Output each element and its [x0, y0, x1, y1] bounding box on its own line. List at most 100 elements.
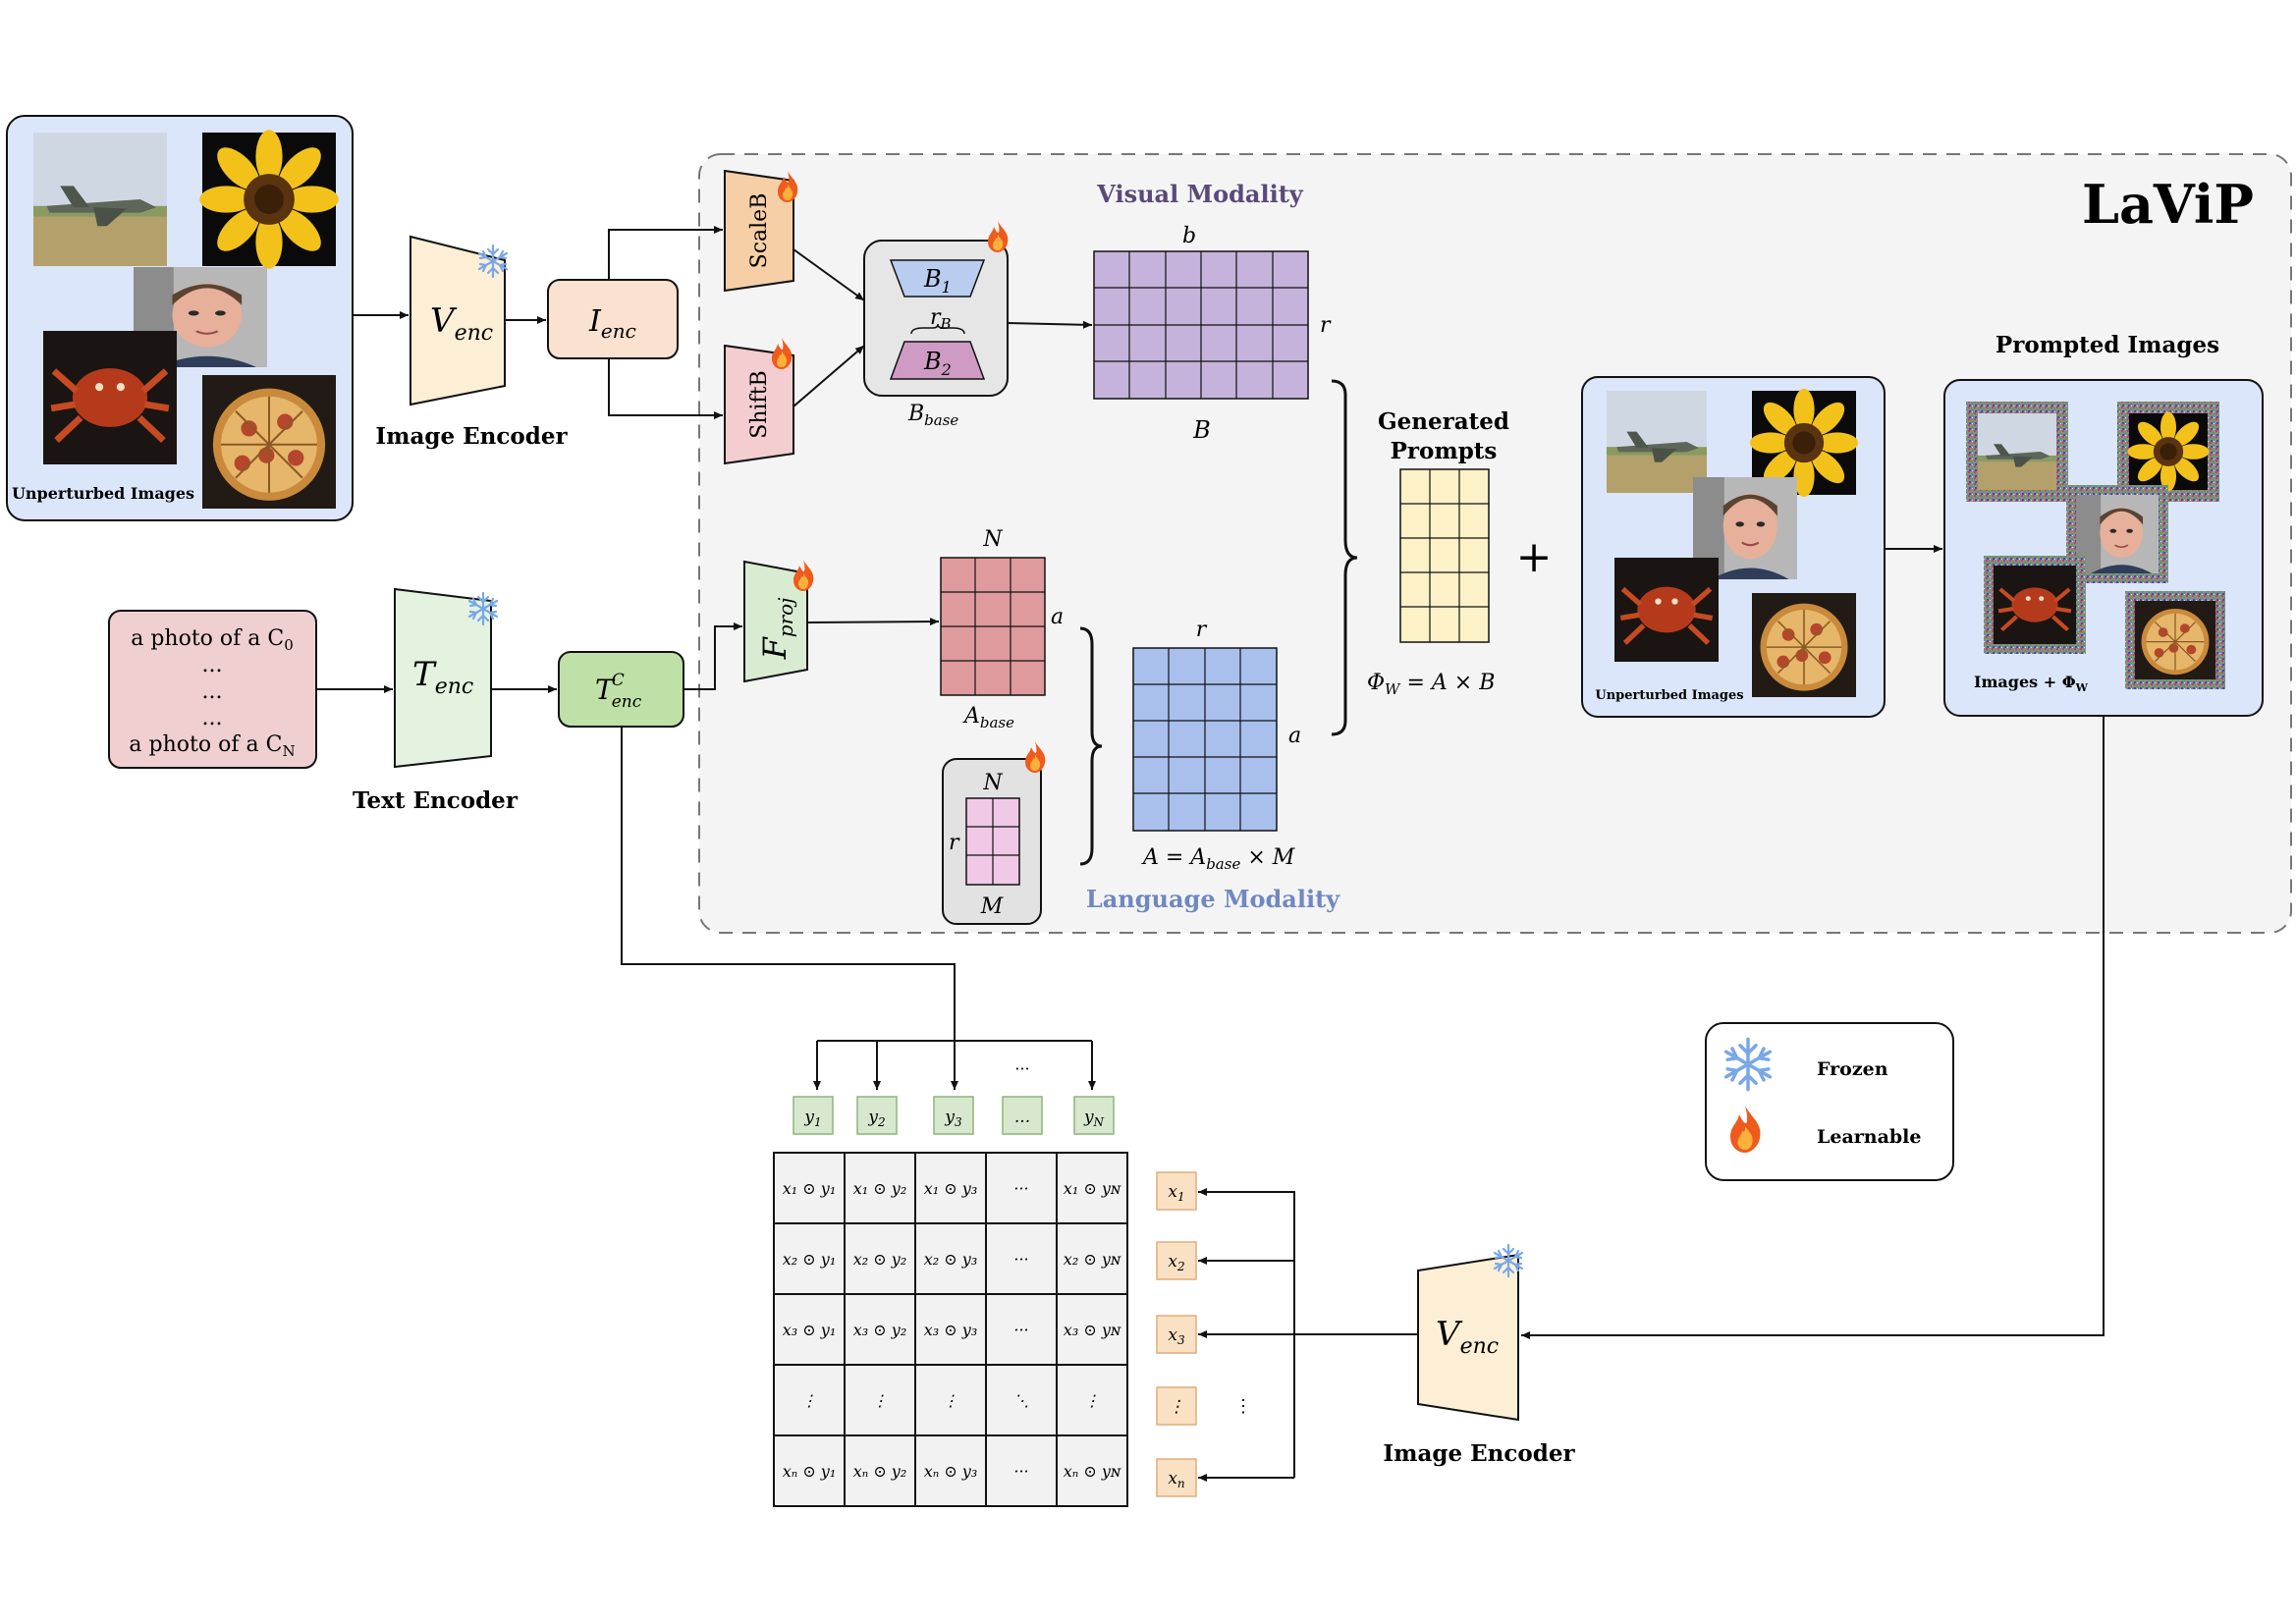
- y-token-label: ...: [1014, 1108, 1030, 1127]
- shiftb-block: ShiftB: [724, 338, 794, 465]
- y-token: [1002, 1096, 1043, 1135]
- language-modality-label: Language Modality: [1086, 885, 1340, 913]
- unperturbed-images-small-panel: Unperturbed Images: [1581, 376, 1886, 718]
- sim-cell-label: ⋮: [872, 1391, 888, 1410]
- y-token-label: y3: [944, 1108, 962, 1129]
- x-token-label: x1: [1168, 1182, 1184, 1204]
- b-matrix: b r B: [1093, 224, 1332, 444]
- unperturbed-images-panel: Unperturbed Images: [6, 115, 354, 521]
- prompted-images-panel: Prompted Images Images + ΦW: [1943, 332, 2264, 717]
- unperturbed-images-label: Unperturbed Images: [12, 484, 194, 503]
- sim-cell-label: x₁ ⊙ y₁: [783, 1179, 836, 1198]
- abase-top-label: N: [982, 527, 1003, 552]
- sim-cell: [1056, 1364, 1128, 1436]
- y-token-label: y1: [803, 1108, 821, 1129]
- generated-label: Generated: [1378, 408, 1509, 435]
- y-ellipsis-top: ···: [1014, 1059, 1029, 1078]
- sim-cell-label: ···: [1013, 1321, 1028, 1339]
- sim-cell-label: x₂ ⊙ y₁: [783, 1250, 836, 1269]
- sunflower-image: [199, 130, 339, 269]
- connectors: [316, 226, 2105, 1482]
- sim-cell: [914, 1293, 987, 1366]
- x-token-label: x2: [1168, 1252, 1184, 1273]
- m-bottom-label: M: [980, 894, 1004, 919]
- sim-cell-label: x₂ ⊙ y₃: [924, 1250, 977, 1269]
- fproj-label: Fproj: [756, 598, 797, 661]
- unperturbed-small-label: Unperturbed Images: [1595, 688, 1743, 703]
- image-encoder-bottom-label: Image Encoder: [1383, 1440, 1575, 1467]
- m-top-label: N: [982, 771, 1003, 795]
- sim-cell-label: ···: [1013, 1462, 1028, 1481]
- sim-cell-label: ⋮: [801, 1391, 817, 1410]
- sim-cell-label: xₙ ⊙ yɴ: [1064, 1462, 1121, 1481]
- text-prompt-line: a photo of a C0: [131, 626, 294, 654]
- sim-cell-label: xₙ ⊙ y₃: [924, 1462, 978, 1481]
- sim-cell-label: ···: [1013, 1250, 1028, 1269]
- prompted-images-label: Prompted Images: [1995, 332, 2219, 358]
- venc-label: Venc: [430, 301, 493, 346]
- b1-label: B1: [923, 265, 952, 297]
- plus-sign: +: [1516, 532, 1553, 582]
- language-brace: [1079, 626, 1103, 866]
- text-encoder: Tenc Text Encoder: [353, 587, 519, 814]
- sim-cell-label: ⋮: [1084, 1391, 1100, 1410]
- image-encoder-label: Image Encoder: [375, 423, 568, 450]
- x-token: [1156, 1386, 1197, 1426]
- x-token: [1156, 1171, 1197, 1211]
- bbase-block: B1 rB B2 Bbase: [863, 221, 1009, 429]
- legend: Frozen Learnable: [1705, 1022, 1954, 1181]
- sim-cell-label: x₂ ⊙ y₂: [853, 1250, 906, 1269]
- ienc-label: Ienc: [588, 304, 636, 343]
- scaleb-block: ScaleB: [724, 169, 798, 293]
- prompts-label: Prompts: [1391, 438, 1498, 464]
- sim-cell-label: x₃ ⊙ yɴ: [1064, 1321, 1121, 1339]
- x-token-label: ⋮: [1169, 1397, 1185, 1417]
- y-token: [793, 1096, 834, 1135]
- fproj-block: Fproj: [743, 560, 814, 683]
- shiftb-label: ShiftB: [747, 370, 772, 438]
- sim-cell-label: ···: [1013, 1179, 1028, 1198]
- sim-cell: [773, 1364, 846, 1436]
- sim-cell-label: x₃ ⊙ y₂: [853, 1321, 906, 1339]
- a-formula: A = Abase × M: [1141, 845, 1295, 873]
- x-token: [1156, 1315, 1197, 1354]
- image-encoder-top: Venc Image Encoder: [375, 235, 568, 450]
- sim-cell-label: ⋱: [1013, 1391, 1029, 1410]
- images-plus-phi-label: Images + ΦW: [1974, 673, 2089, 694]
- m-left-label: r: [949, 831, 960, 855]
- generated-prompts: Generated Prompts ΦW = A × B: [1367, 408, 1509, 698]
- sim-cell: [844, 1434, 916, 1507]
- tenc-label: Tenc: [412, 655, 473, 699]
- sim-cell-label: xₙ ⊙ y₁: [783, 1462, 837, 1481]
- x-token-label: xn: [1168, 1469, 1184, 1490]
- text-prompt-line: ...: [202, 653, 223, 677]
- sim-cell: [914, 1152, 987, 1224]
- abase-matrix: N a Abase: [940, 527, 1064, 731]
- y-token: [856, 1096, 898, 1135]
- sim-cell: [914, 1222, 987, 1295]
- text-prompt-line: ...: [202, 679, 223, 704]
- b-top-label: b: [1182, 224, 1196, 248]
- sim-cell: [1056, 1434, 1128, 1507]
- sim-cell-label: xₙ ⊙ y₂: [853, 1462, 907, 1481]
- y-token: [933, 1096, 974, 1135]
- text-prompts-box: a photo of a C0.........a photo of a CN: [108, 610, 317, 769]
- a-matrix: r a A = Abase × M: [1132, 618, 1301, 873]
- sim-cell-label: x₁ ⊙ y₃: [924, 1179, 977, 1198]
- m-block: N r M: [942, 741, 1046, 925]
- abase-right-label: a: [1051, 605, 1064, 629]
- text-prompt-line: ...: [202, 706, 223, 730]
- pizza-image: [200, 373, 338, 511]
- sim-cell: [985, 1293, 1058, 1366]
- crab-image: [43, 331, 177, 464]
- sim-cell-label: x₃ ⊙ y₁: [783, 1321, 836, 1339]
- x-token: [1156, 1458, 1197, 1497]
- sim-cell-label: x₃ ⊙ y₃: [924, 1321, 977, 1339]
- scaleb-label: ScaleB: [747, 193, 772, 269]
- venc-bottom-label: Venc: [1436, 1315, 1499, 1359]
- sim-cell: [773, 1434, 846, 1507]
